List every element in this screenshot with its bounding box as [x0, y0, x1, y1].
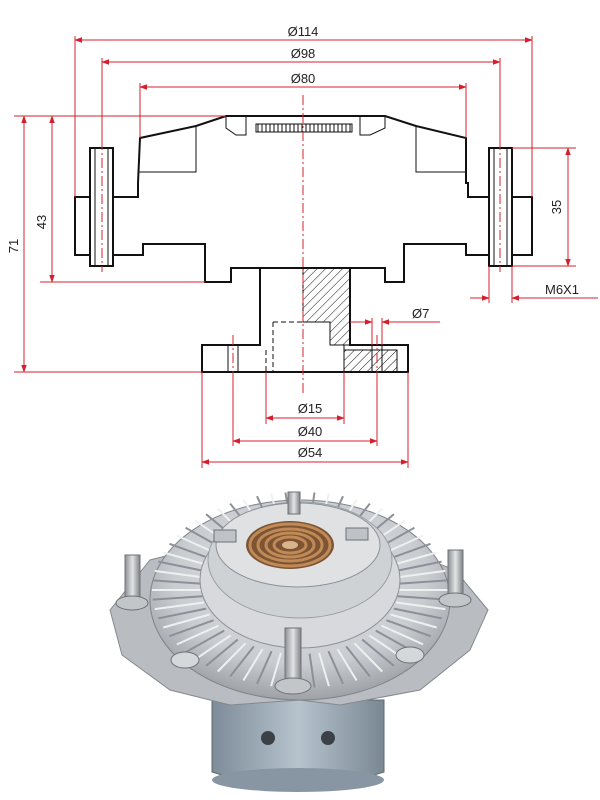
- cooling-fin: [205, 638, 239, 667]
- cooling-fin: [163, 613, 210, 629]
- cooling-fin: [242, 648, 264, 682]
- cooling-fin: [393, 607, 442, 620]
- stud-back: [287, 491, 301, 515]
- stud-front: [274, 627, 312, 695]
- shaft-section: [302, 267, 398, 373]
- cooling-fin: [169, 619, 214, 638]
- cooling-fin: [152, 579, 203, 585]
- cooling-fin: [176, 624, 219, 646]
- stud-right: [438, 549, 472, 608]
- cooling-fin: [395, 569, 446, 579]
- cooling-fin: [397, 579, 448, 585]
- cooling-fin: [327, 650, 344, 685]
- cooling-fin: [158, 607, 207, 620]
- cooling-fin: [353, 642, 383, 673]
- cooling-fin: [270, 652, 282, 687]
- cooling-fin: [163, 551, 210, 567]
- cooling-fin: [308, 653, 316, 688]
- dim-stud-circle: Ø98: [291, 46, 316, 61]
- cooling-fin: [361, 638, 395, 667]
- dim-bore: Ø15: [298, 401, 323, 416]
- dim-stud-length: 35: [549, 200, 564, 214]
- dim-overall-diameter: Ø114: [288, 24, 319, 39]
- cooling-fin: [154, 601, 205, 611]
- dim-stud-thread: M6X1: [545, 282, 579, 297]
- dim-bolt-hole: Ø7: [412, 306, 429, 321]
- cooling-fin: [381, 624, 424, 646]
- cooling-fin: [158, 560, 207, 573]
- cooling-fin: [390, 613, 437, 629]
- spring-coil: [248, 522, 332, 568]
- stud-left: [115, 554, 149, 611]
- cooling-fin: [345, 645, 371, 678]
- cooling-fin: [390, 551, 437, 567]
- cooling-fin: [318, 652, 330, 687]
- dim-bolt-circle: Ø40: [298, 424, 323, 439]
- dimensions: Ø114 Ø98 Ø80 71 43 35 M6X1 Ø7: [6, 24, 598, 468]
- fan-clutch-photo: [109, 491, 489, 792]
- cooling-fin: [152, 595, 203, 601]
- cooling-fin: [154, 569, 205, 579]
- cooling-fin: [256, 650, 273, 685]
- cooling-fin: [185, 629, 225, 654]
- cooling-fin: [393, 560, 442, 573]
- cooling-fin: [336, 648, 358, 682]
- dim-body-diameter: Ø80: [291, 71, 316, 86]
- dim-body-height: 43: [34, 215, 49, 229]
- cooling-fin: [395, 601, 446, 611]
- cooling-fin: [229, 645, 255, 678]
- dim-flange: Ø54: [298, 445, 323, 460]
- section-view: [74, 95, 533, 395]
- cooling-fin: [194, 634, 232, 661]
- cooling-fin: [217, 642, 247, 673]
- dim-total-height: 71: [6, 239, 21, 253]
- cooling-fin: [386, 619, 431, 638]
